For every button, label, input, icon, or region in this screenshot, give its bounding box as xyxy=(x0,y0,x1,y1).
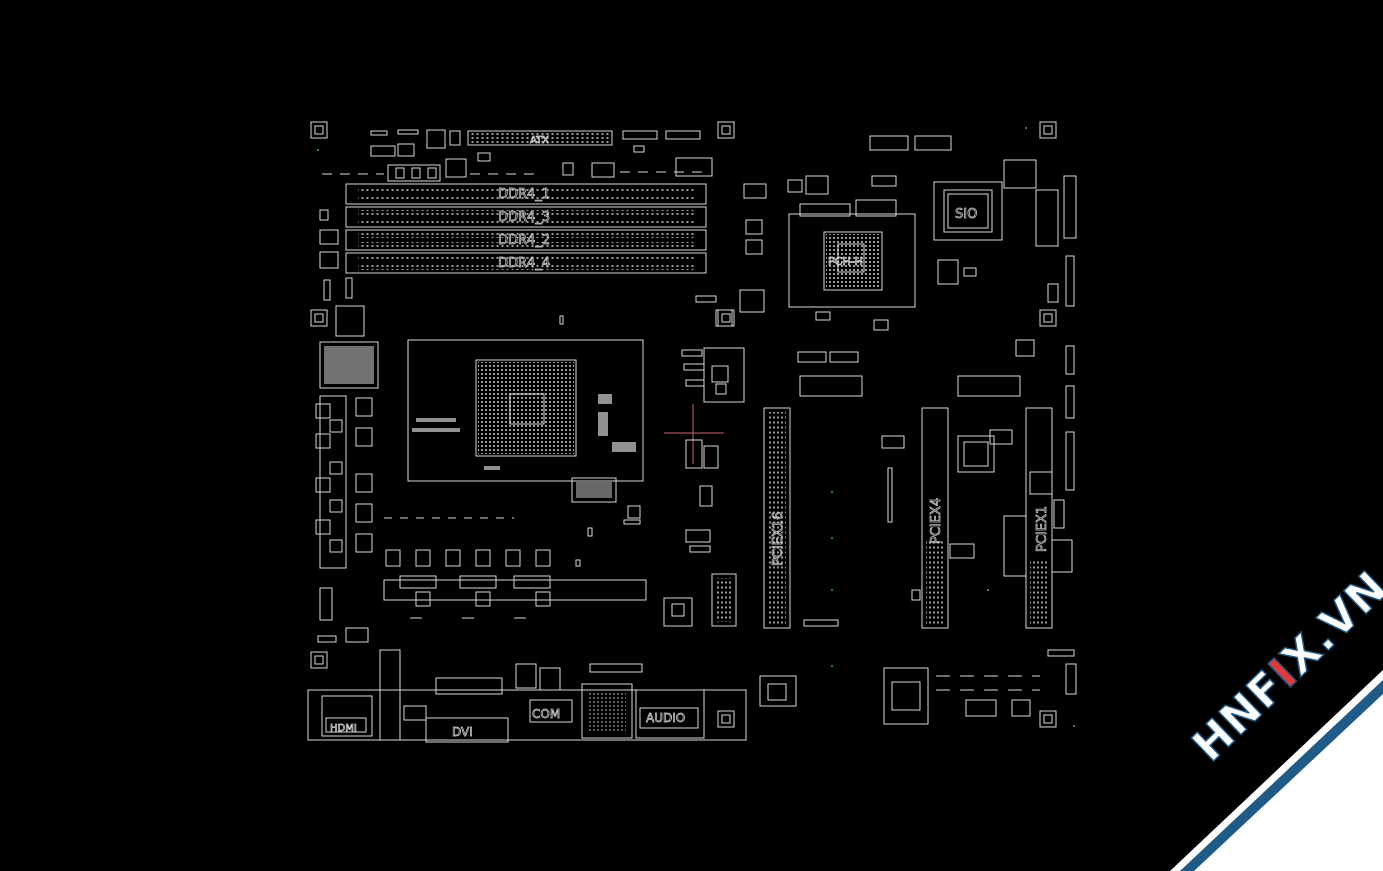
ddr4-3-label: DDR4_3 xyxy=(498,210,550,225)
left-vrm-components xyxy=(315,209,379,643)
cpu-lower-passives xyxy=(571,477,641,567)
audio-label: AUDIO xyxy=(646,711,685,725)
pcie-x4-slot: PCIEX4 xyxy=(921,407,949,629)
ddr4-slot-1: DDR4_1 xyxy=(345,183,707,205)
watermark-band xyxy=(1170,670,1383,871)
ddr4-slot-3: DDR4_3 xyxy=(345,206,707,228)
ddr4-slots: DDR4_1 DDR4_3 DDR4_2 DDR4_4 xyxy=(345,183,707,274)
watermark-logo xyxy=(1170,670,1383,871)
audio-port: AUDIO xyxy=(635,689,705,739)
hdmi-port: HDMI xyxy=(321,695,373,737)
right-middle-components xyxy=(797,351,1073,573)
ddr4-1-label: DDR4_1 xyxy=(498,187,550,202)
pcie-side-components xyxy=(803,515,1027,627)
rear-io-panel: HDMI DVI COM AUDIO xyxy=(307,649,747,743)
pcie-x16-slot: PCIEX16 xyxy=(763,407,791,629)
com-port: COM xyxy=(529,699,573,723)
pcie-x1-label: PCIEX1 xyxy=(1035,506,1050,552)
pch-label: PCH-H xyxy=(828,255,863,268)
pch-chip: PCH-H xyxy=(788,135,952,331)
hdmi-label: HDMI xyxy=(330,723,357,734)
mid-board-components xyxy=(663,175,829,627)
dvi-label: DVI xyxy=(452,725,473,739)
ddr4-2-label: DDR4_2 xyxy=(498,233,550,248)
sio-chip: SIO xyxy=(933,159,1077,695)
atx-connector: ATX xyxy=(370,129,713,178)
mounting-holes xyxy=(310,121,1057,728)
bottom-vrm-row xyxy=(383,517,647,619)
ddr4-4-label: DDR4_4 xyxy=(498,256,550,271)
dvi-port: DVI xyxy=(425,717,509,743)
sio-label: SIO xyxy=(955,207,977,222)
com-label: COM xyxy=(532,707,560,721)
marker-dots xyxy=(317,127,1075,727)
pcie-x16-label: PCIEX16 xyxy=(771,512,786,566)
ddr4-slot-2: DDR4_2 xyxy=(345,229,707,251)
pcie-x4-label: PCIEX4 xyxy=(929,498,944,544)
crosshair-cursor xyxy=(664,404,724,464)
ddr4-slot-4: DDR4_4 xyxy=(345,252,707,274)
cpu-socket xyxy=(407,315,644,482)
topleft-passives xyxy=(322,164,706,182)
atx-label: ATX xyxy=(530,135,549,146)
bottom-right-components xyxy=(759,649,1075,725)
pcie-x1-slot: PCIEX1 xyxy=(1025,407,1053,629)
